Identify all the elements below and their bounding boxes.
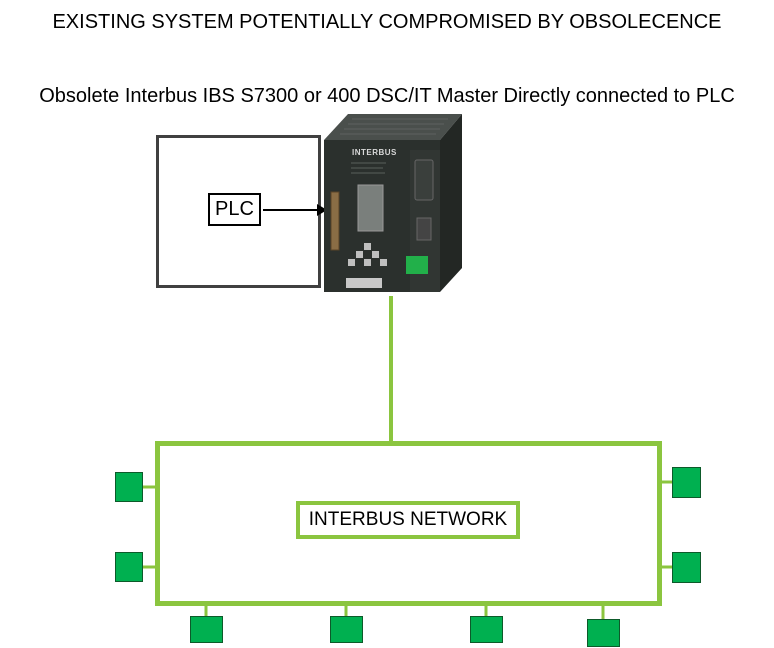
- plc-to-master-arrowhead: [317, 204, 327, 216]
- interbus-master-module-image: INTERBUS: [324, 114, 462, 292]
- device-brand-text: INTERBUS: [352, 148, 397, 157]
- network-node-right-bottom: [672, 552, 701, 583]
- network-node-bottom-1: [190, 616, 223, 643]
- network-node-left-bottom: [115, 552, 143, 582]
- network-node-left-top: [115, 472, 143, 502]
- network-node-bottom-4: [587, 619, 620, 647]
- network-node-bottom-3: [470, 616, 503, 643]
- diagram-subtitle: Obsolete Interbus IBS S7300 or 400 DSC/I…: [39, 85, 735, 107]
- network-label: INTERBUS NETWORK: [296, 501, 520, 539]
- network-node-right-top: [672, 467, 701, 498]
- network-node-bottom-2: [330, 616, 363, 643]
- diagram-title: EXISTING SYSTEM POTENTIALLY COMPROMISED …: [52, 11, 722, 33]
- plc-label: PLC: [208, 193, 261, 226]
